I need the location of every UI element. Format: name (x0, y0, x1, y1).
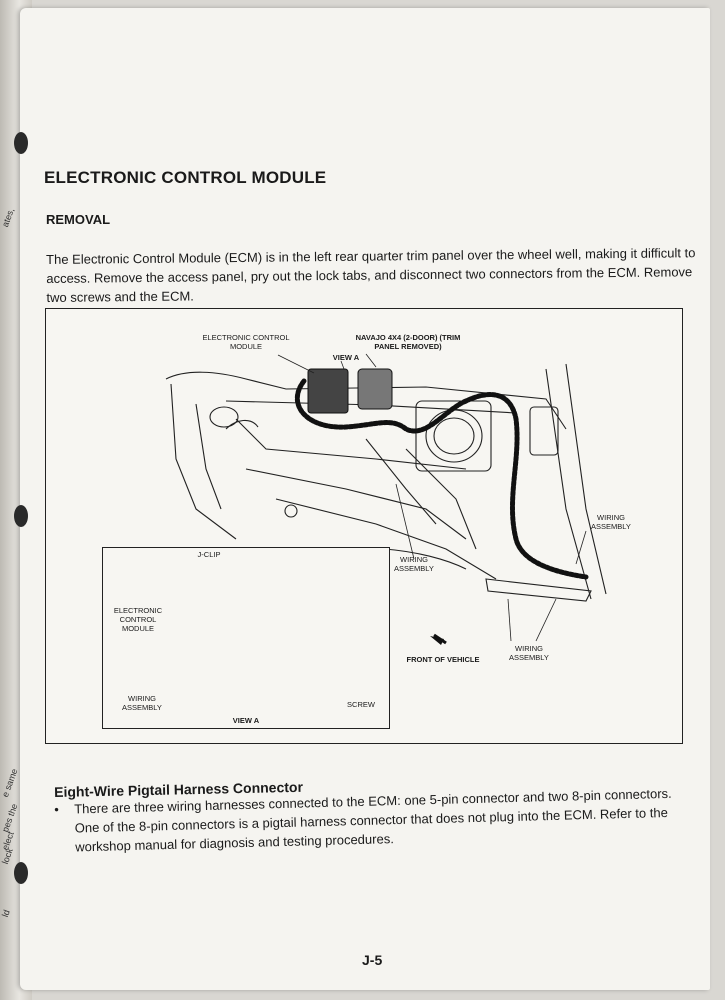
front-of-vehicle-label: FRONT OF VEHICLE (406, 655, 480, 664)
view-a-label: VIEW A (332, 353, 360, 362)
inset-caption: VIEW A (232, 716, 260, 725)
margin-fragment: pes the (0, 802, 20, 834)
section-subtitle: REMOVAL (46, 212, 111, 227)
margin-fragment: lock (0, 846, 15, 866)
binder-hole (14, 132, 28, 154)
binder-hole (14, 505, 28, 527)
jclip-label: J-CLIP (197, 550, 221, 559)
screw-label: SCREW (347, 700, 375, 709)
margin-fragment: ld (0, 908, 12, 919)
navajo-label: NAVAJO 4x4 (2-DOOR) (TRIM PANEL REMOVED) (355, 333, 461, 351)
wiring-assembly-label: WIRING ASSEMBLY (509, 644, 549, 662)
bullet-icon: • (54, 801, 60, 817)
wiring-assembly-label: WIRING ASSEMBLY (591, 513, 631, 531)
ecm-label: ELECTRONIC CONTROL MODULE (202, 333, 290, 351)
margin-fragment: ates, (0, 206, 17, 229)
page-number: J-5 (362, 952, 383, 968)
removal-instructions: The Electronic Control Module (ECM) is i… (46, 245, 696, 305)
binder-hole (14, 862, 28, 884)
wiring-assembly-label: WIRING ASSEMBLY (394, 555, 434, 573)
ecm-location-figure: ELECTRONIC CONTROL MODULE NAVAJO 4x4 (2-… (45, 308, 683, 744)
inset-wiring-label: WIRING ASSEMBLY (122, 694, 162, 712)
inset-ecm-label: ELECTRONIC CONTROL MODULE (113, 606, 163, 633)
page-title: ELECTRONIC CONTROL MODULE (44, 168, 327, 187)
view-a-inset: J-CLIP ELECTRONIC CONTROL MODULE WIRING … (102, 547, 390, 729)
margin-fragment: e same (0, 767, 20, 799)
